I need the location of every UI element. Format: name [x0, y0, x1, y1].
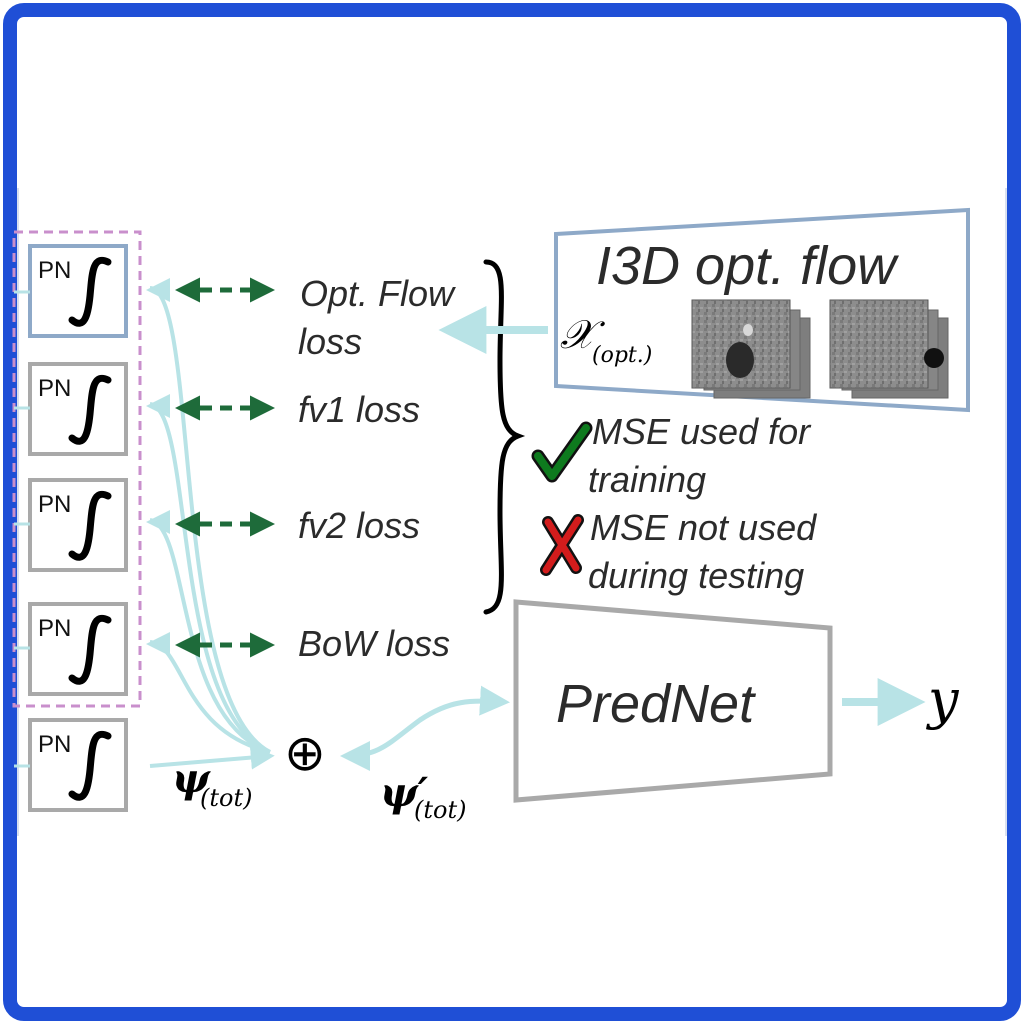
integral-icon: [68, 614, 112, 685]
sum-symbol: ⊕: [284, 724, 326, 782]
cross-icon: [540, 514, 584, 576]
mse-not-used-line2: during testing: [588, 555, 804, 596]
check-icon-fill: [534, 424, 590, 480]
psi-tot-prime-symbol: ψ′: [380, 769, 429, 816]
pn-label: PN: [38, 257, 71, 284]
flow-image-stack-2: [829, 299, 949, 399]
loss-arrows: [175, 277, 275, 658]
pn-block: PN: [28, 478, 128, 572]
flow-image-stack-1: [691, 299, 811, 399]
curly-brace: [483, 259, 526, 615]
fv1-loss-label: fv1 loss: [298, 389, 420, 430]
input-stubs: [14, 290, 30, 768]
integral-icon: [68, 256, 112, 327]
pn-return-arrowheads: [146, 278, 170, 656]
x-opt-subscript: (opt.): [592, 343, 652, 368]
mse-used-line1: MSE used for: [592, 411, 812, 452]
psi-prime-arrow: [340, 685, 510, 771]
psi-tot-subscript: (tot): [200, 784, 252, 812]
pn-label: PN: [38, 491, 71, 518]
integral-icon: [68, 730, 112, 801]
integral-icon: [68, 490, 112, 561]
output-y: y: [926, 668, 960, 731]
opt-flow-loss-label-line2: loss: [298, 321, 362, 362]
pn-block: PN: [28, 362, 128, 456]
pn-label: PN: [38, 375, 71, 402]
prednet-label: PredNet: [556, 674, 756, 734]
pn-label: PN: [38, 615, 71, 642]
i3d-title: I3D opt. flow: [596, 236, 899, 296]
pn-block: PN: [28, 718, 128, 812]
outer-border: [3, 3, 1021, 1021]
pn-block: PN: [28, 244, 128, 338]
mse-used-line2: training: [588, 459, 706, 500]
integral-icon: [68, 374, 112, 445]
pn-block: PN: [28, 602, 128, 696]
psi-tot-prime-subscript: (tot): [414, 796, 466, 824]
pn-to-sum-curves: [149, 286, 275, 770]
fv2-loss-label: fv2 loss: [298, 505, 420, 546]
prednet-box: [513, 599, 833, 803]
pn-group-dashed-box: [12, 230, 142, 708]
psi-tot-symbol: ψ: [172, 755, 211, 802]
mse-not-used-line1: MSE not used: [590, 507, 817, 548]
pn-label: PN: [38, 731, 71, 758]
opt-flow-loss-label-line1: Opt. Flow: [300, 273, 456, 314]
bow-loss-label: BoW loss: [298, 623, 450, 664]
